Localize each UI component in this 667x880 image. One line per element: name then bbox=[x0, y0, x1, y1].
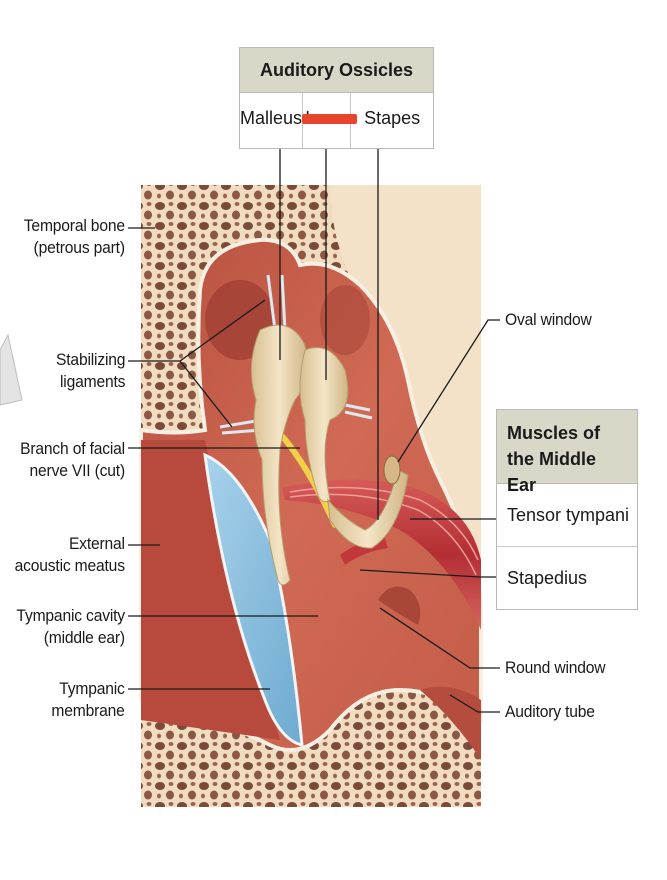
auditory-ossicles-box: Auditory Ossicles Malleus Incus Stapes bbox=[239, 47, 434, 149]
muscles-box: Muscles of the Middle Ear Tensor tympani… bbox=[496, 409, 638, 610]
tympanic-membrane bbox=[203, 452, 304, 747]
label-temporal-bone: Temporal bone(petrous part) bbox=[23, 216, 125, 257]
muscles-title-line2: the Middle Ear bbox=[507, 449, 596, 495]
incus bbox=[299, 347, 349, 503]
auditory-ossicles-title: Auditory Ossicles bbox=[240, 48, 433, 93]
stapedius-label: Stapedius bbox=[507, 568, 588, 588]
label-tympanic-cavity: Tympanic cavity(middle ear) bbox=[16, 606, 125, 647]
external-acoustic-meatus bbox=[141, 440, 280, 740]
label-oval-window: Oval window bbox=[505, 310, 592, 329]
malleus-label: Malleus bbox=[240, 93, 303, 148]
tensor-tympani-label: Tensor tympani bbox=[497, 484, 637, 547]
stapes bbox=[327, 469, 409, 549]
muscles-title-line1: Muscles of bbox=[507, 423, 601, 443]
tensor-tympani-muscle bbox=[282, 479, 481, 630]
label-auditory-tube: Auditory tube bbox=[505, 702, 595, 721]
round-window bbox=[378, 586, 421, 625]
oval-window bbox=[383, 455, 401, 485]
label-round-window: Round window bbox=[505, 658, 606, 677]
muscles-title: Muscles of the Middle Ear bbox=[497, 410, 637, 495]
stapes-label: Stapes bbox=[364, 108, 421, 128]
red-strike-mark bbox=[302, 114, 357, 124]
